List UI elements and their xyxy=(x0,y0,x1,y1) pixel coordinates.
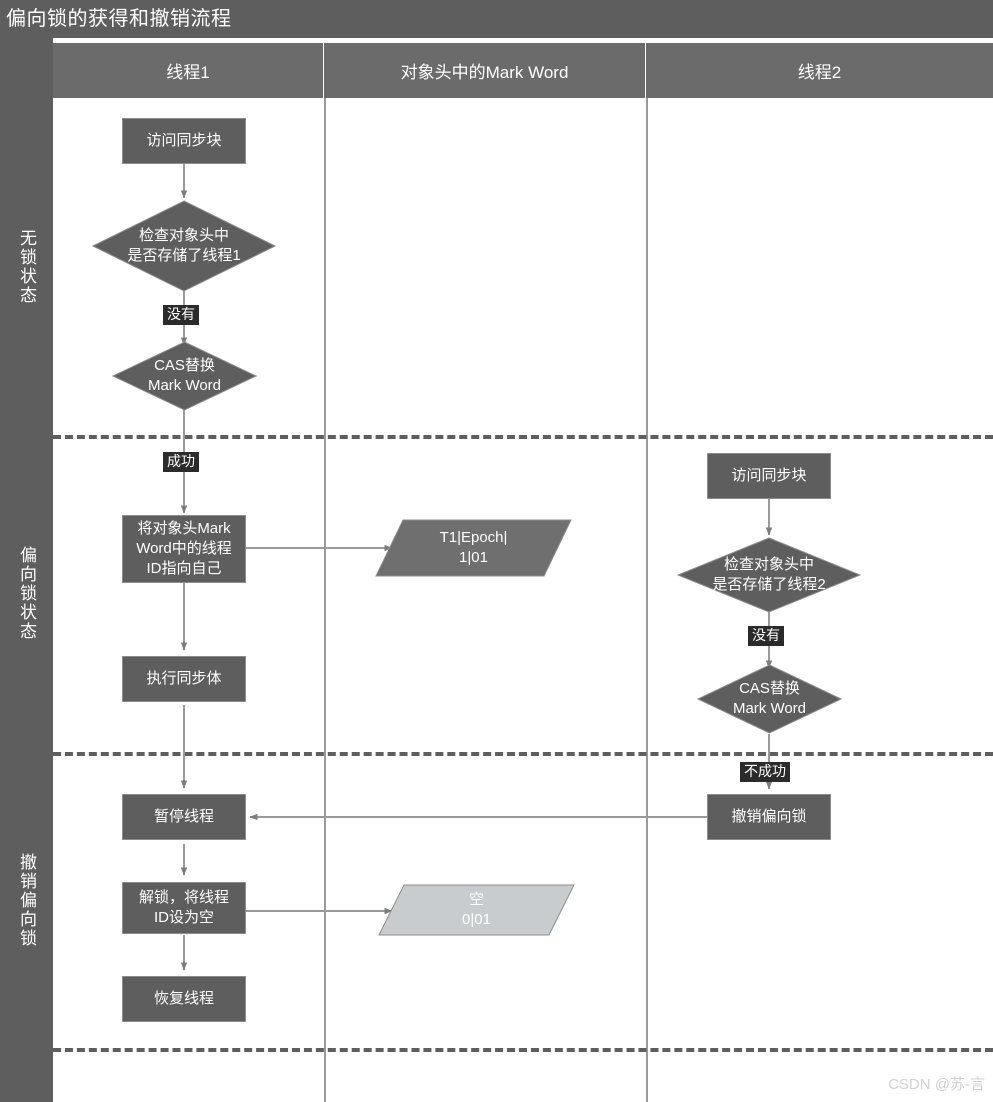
lane-label-unlocked: 无锁状态 xyxy=(17,228,36,305)
node-t1-check[interactable]: 检查对象头中 是否存储了线程1 xyxy=(92,200,276,292)
node-t1-resume[interactable]: 恢复线程 xyxy=(122,976,246,1022)
node-t1-enter[interactable]: 访问同步块 xyxy=(122,118,246,164)
edge-label-t1-none: 没有 xyxy=(163,305,199,325)
lane-label-biased: 偏向锁状态 xyxy=(17,546,36,641)
node-t1-setid[interactable]: 将对象头Mark Word中的线程 ID指向自己 xyxy=(122,515,246,583)
edge-label-t1-success: 成功 xyxy=(163,452,199,472)
column-header-thread2: 线程2 xyxy=(646,43,993,98)
node-t1-exec[interactable]: 执行同步体 xyxy=(122,656,246,702)
node-t2-revoke[interactable]: 撤销偏向锁 xyxy=(707,794,831,840)
node-t2-cas[interactable]: CAS替换 Mark Word xyxy=(697,664,842,734)
column-header-markword: 对象头中的Mark Word xyxy=(324,43,646,98)
column-header-thread1: 线程1 xyxy=(53,43,324,98)
lane-label-revoke: 撤销偏向锁 xyxy=(17,852,36,948)
edge-label-t2-fail: 不成功 xyxy=(740,762,790,782)
column-divider-2 xyxy=(646,98,648,1102)
lane-separator-bottom xyxy=(53,1048,993,1052)
column-divider-1 xyxy=(324,98,326,1102)
node-markword-biased[interactable]: T1|Epoch| 1|01 xyxy=(375,519,572,577)
watermark: CSDN @苏-言 xyxy=(888,1076,985,1093)
node-t2-check[interactable]: 检查对象头中 是否存储了线程2 xyxy=(677,537,861,613)
node-t1-cas[interactable]: CAS替换 Mark Word xyxy=(112,341,257,411)
node-t1-unlock[interactable]: 解锁，将线程 ID设为空 xyxy=(122,882,246,934)
lane-separator-unlocked-biased xyxy=(53,435,993,439)
node-t2-enter[interactable]: 访问同步块 xyxy=(707,453,831,499)
edge-label-t2-none: 没有 xyxy=(748,626,784,646)
page-title: 偏向锁的获得和撤销流程 xyxy=(0,0,993,38)
lane-separator-biased-revoke xyxy=(53,752,993,756)
node-t1-pause[interactable]: 暂停线程 xyxy=(122,794,246,840)
lane-header-column xyxy=(0,38,53,1102)
node-markword-empty[interactable]: 空 0|01 xyxy=(378,884,575,936)
